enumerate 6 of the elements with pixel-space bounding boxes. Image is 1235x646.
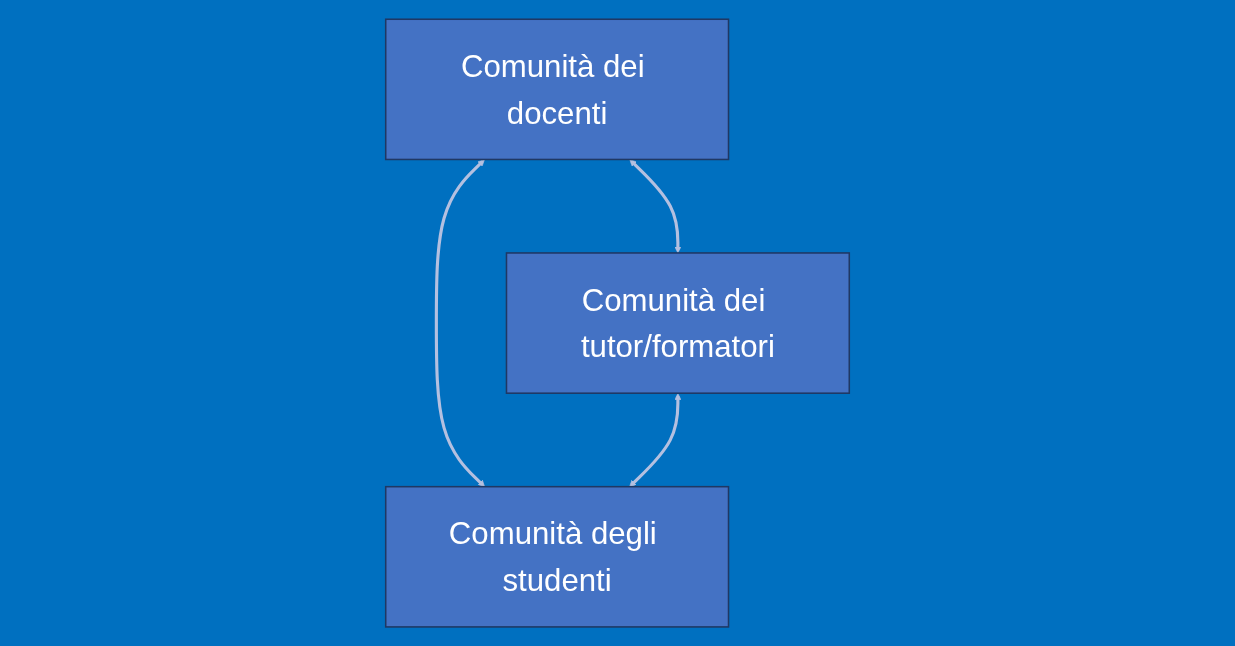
node-box: Comunità degli studenti xyxy=(384,485,730,628)
arrow xyxy=(629,159,682,254)
arrow xyxy=(629,393,682,487)
arrow xyxy=(434,159,485,487)
node-box: Comunità dei tutor/formatori xyxy=(505,252,851,394)
node-box: Comunità dei docenti xyxy=(384,18,730,161)
